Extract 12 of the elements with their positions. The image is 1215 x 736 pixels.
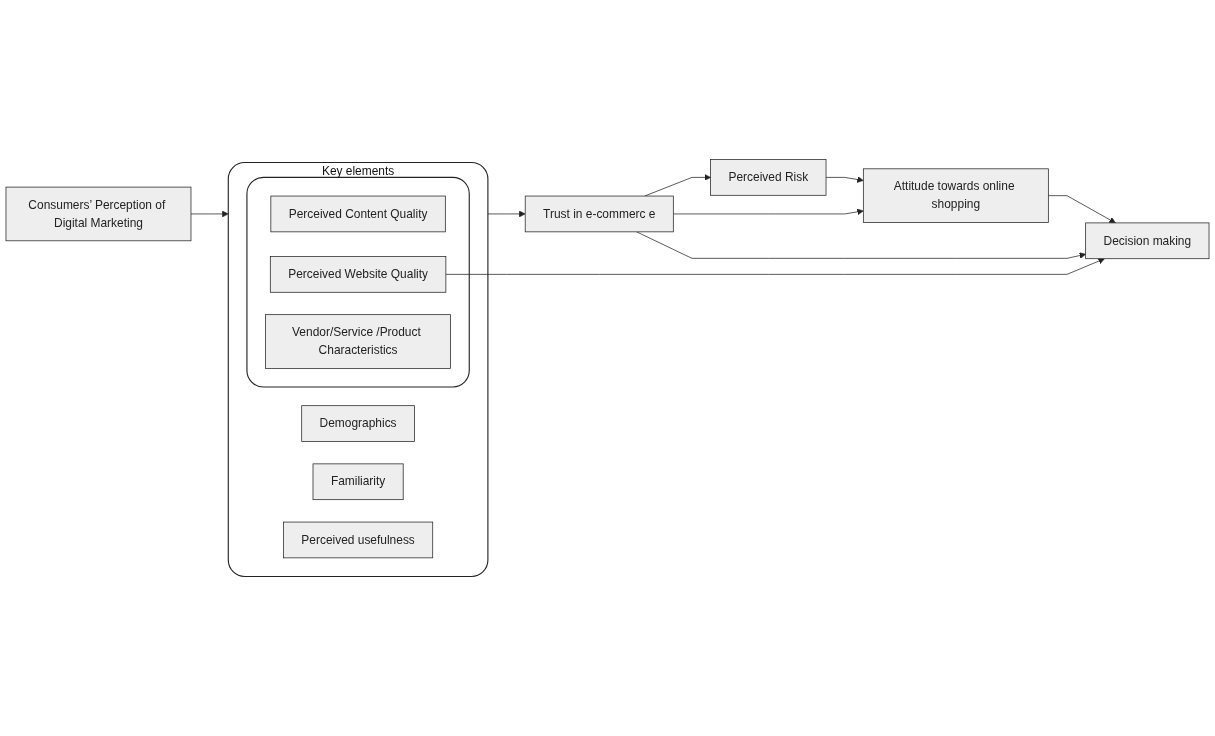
node-box: Vendor/Service /Product Characteristics (265, 314, 451, 369)
cluster (246, 176, 470, 388)
node-box: Perceived Content Quality (270, 195, 446, 233)
node-box: Familiarity (312, 463, 404, 501)
node-box: Perceived Website Quality (269, 256, 447, 293)
node-box: Perceived usefulness (283, 521, 434, 559)
node-box: Attitude towards online shopping (862, 168, 1049, 223)
node-box: Decision making (1085, 222, 1210, 260)
node-box: Demographics (301, 405, 415, 442)
node-box: Perceived Risk (710, 159, 827, 196)
node-box: Trust in e-commerc e (524, 195, 674, 233)
node-box: Consumers’ Perception of Digital Marketing (5, 186, 192, 242)
